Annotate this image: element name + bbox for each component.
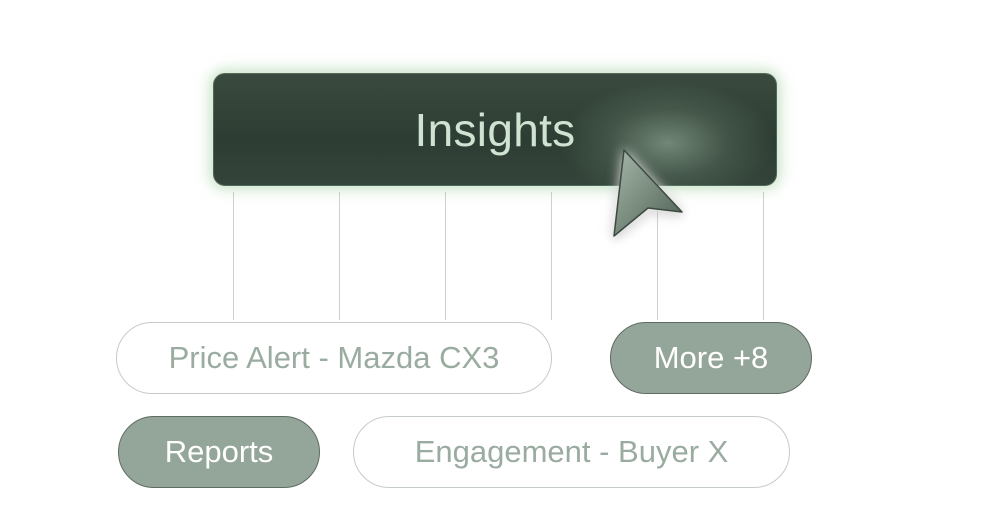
insights-button[interactable]: Insights xyxy=(213,73,777,186)
connector-line xyxy=(339,192,340,320)
connector-line xyxy=(233,192,234,320)
connector-line xyxy=(763,192,764,320)
tag-reports[interactable]: Reports xyxy=(118,416,320,488)
connector-line xyxy=(551,192,552,320)
hover-glow xyxy=(563,83,773,186)
connector-line xyxy=(657,192,658,320)
tag-engagement[interactable]: Engagement - Buyer X xyxy=(353,416,790,488)
tag-price-alert[interactable]: Price Alert - Mazda CX3 xyxy=(116,322,552,394)
tag-more-button[interactable]: More +8 xyxy=(610,322,812,394)
tag-more-label: More +8 xyxy=(653,340,769,375)
insights-button-label: Insights xyxy=(414,103,576,156)
tag-engagement-label: Engagement - Buyer X xyxy=(414,434,729,469)
connector-line xyxy=(445,192,446,320)
tag-price-alert-label: Price Alert - Mazda CX3 xyxy=(168,340,500,375)
tag-reports-label: Reports xyxy=(164,434,274,469)
